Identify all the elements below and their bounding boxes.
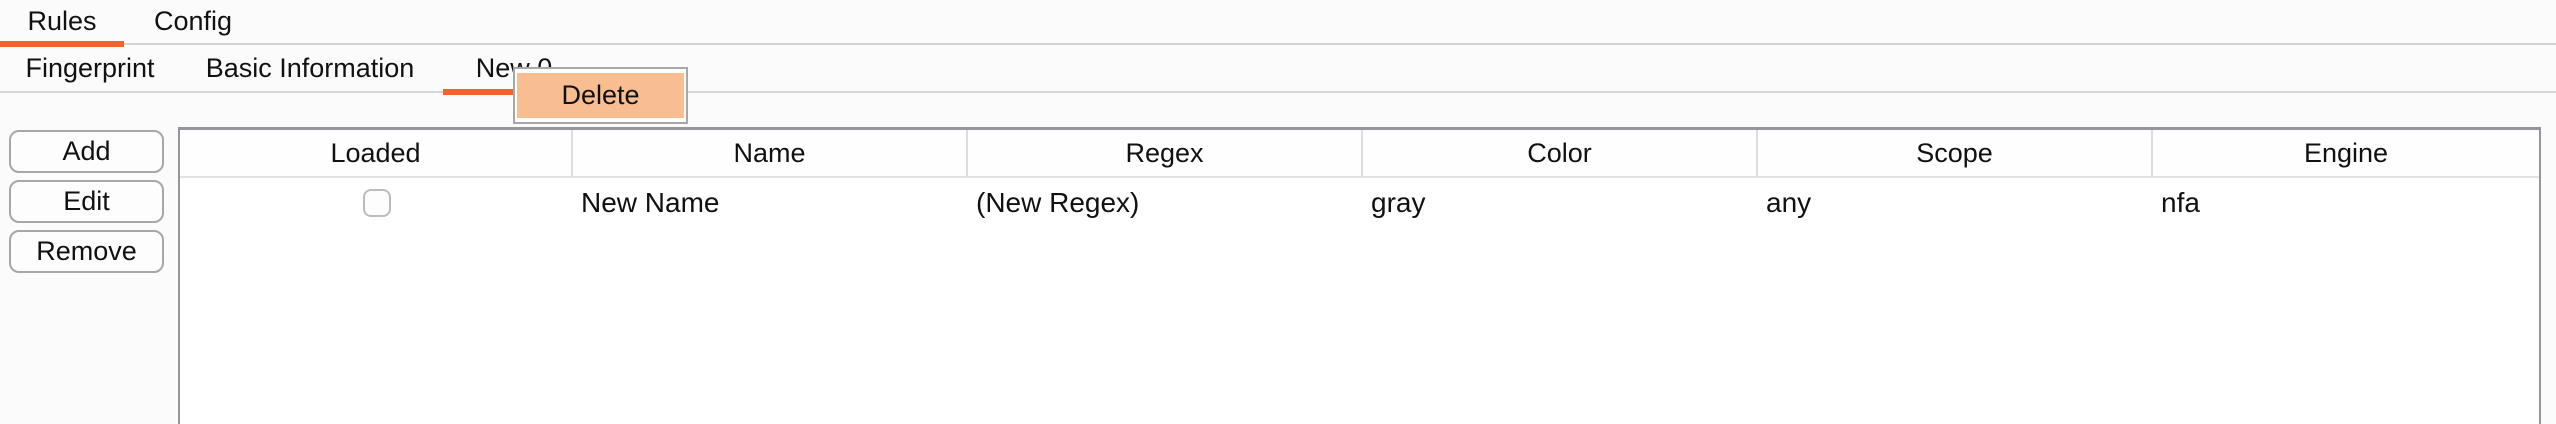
secondary-tab-bar: Fingerprint Basic Information New 0 (0, 45, 2556, 95)
rule-actions-panel: Add Edit Remove (9, 130, 164, 273)
edit-button[interactable]: Edit (9, 180, 164, 223)
scope-cell[interactable]: any (1766, 187, 1812, 218)
table-header-row: Loaded Name Regex Color Scope Engine (180, 130, 2539, 178)
column-header-color[interactable]: Color (1363, 130, 1758, 176)
loaded-cell (180, 189, 573, 217)
tab-rules-label: Rules (27, 6, 97, 36)
remove-button-label: Remove (36, 236, 137, 266)
tab-fingerprint[interactable]: Fingerprint (10, 45, 170, 91)
add-button[interactable]: Add (9, 130, 164, 173)
column-header-name[interactable]: Name (573, 130, 968, 176)
tab-fingerprint-label: Fingerprint (25, 52, 155, 83)
regex-cell[interactable]: (New Regex) (976, 187, 1140, 218)
color-cell[interactable]: gray (1371, 187, 1426, 218)
column-header-engine[interactable]: Engine (2303, 137, 2389, 168)
tab-rules[interactable]: Rules (0, 0, 124, 47)
selected-tab-underline (0, 41, 124, 47)
column-header-loaded[interactable]: Loaded (180, 130, 573, 176)
loaded-checkbox[interactable] (362, 189, 391, 217)
primary-tab-bar: Rules Config (0, 0, 2556, 47)
remove-button[interactable]: Remove (9, 230, 164, 273)
menu-item-delete[interactable]: Delete (517, 73, 684, 118)
column-header-scope[interactable]: Scope (1758, 130, 2153, 176)
tab-config[interactable]: Config (133, 0, 253, 43)
engine-cell[interactable]: nfa (2161, 187, 2200, 218)
add-button-label: Add (62, 136, 111, 166)
name-cell[interactable]: New Name (581, 187, 720, 218)
column-header-regex[interactable]: Regex (968, 130, 1363, 176)
table-row[interactable]: New Name (New Regex) gray any nfa (180, 178, 2539, 228)
tab-basic-information-label: Basic Information (205, 52, 415, 83)
edit-button-label: Edit (63, 186, 110, 216)
context-menu: Delete (513, 67, 688, 124)
tab-basic-information[interactable]: Basic Information (190, 45, 430, 91)
rules-table: Loaded Name Regex Color Scope Engine New… (178, 127, 2541, 424)
tab-config-label: Config (153, 6, 233, 36)
